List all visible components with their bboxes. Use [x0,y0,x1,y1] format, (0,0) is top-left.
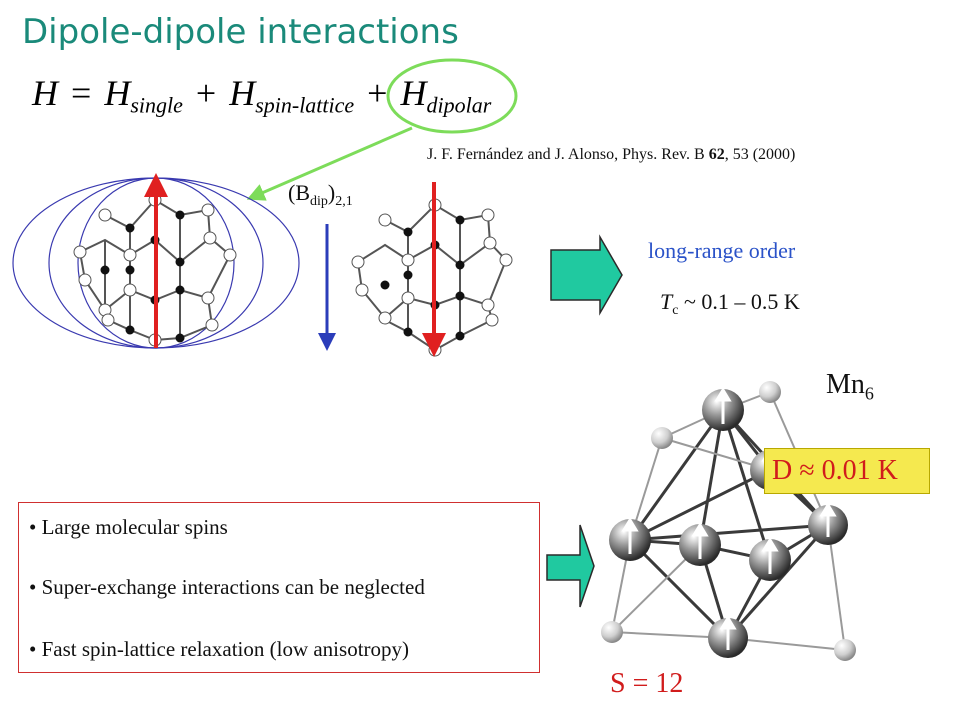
bullet-item: • Super-exchange interactions can be neg… [29,575,425,599]
h-dipolar-symbol: H [400,73,427,113]
h-dipolar-sub: dipolar [426,92,492,118]
tc-sub: c [672,302,679,318]
reference-pages: , 53 (2000) [724,146,796,163]
h-spin-lattice-symbol: H [229,73,256,113]
reference-authors: J. F. Fernández and J. Alonso, Phys. Rev… [427,146,709,163]
bullet-item: • Fast spin-lattice relaxation (low anis… [29,637,410,661]
plus-sign-2: + [367,73,388,113]
long-range-order-label: long-range order [648,238,796,263]
h-single-symbol: H [104,73,131,113]
field-label-main: (B [288,180,310,205]
critical-temperature: Tc ~ 0.1 – 0.5 K [660,289,800,319]
h-spin-lattice-sub: spin-lattice [255,92,355,118]
field-label-sub-index: 2,1 [335,193,353,209]
tc-value: ~ 0.1 – 0.5 K [678,289,800,314]
equals-sign: = [71,73,92,113]
molecule-name-sub: 6 [864,383,874,404]
dipolar-pointer-arrow [246,126,413,201]
properties-box: • Large molecular spins • Super-exchange… [18,502,540,673]
hamiltonian-equation: H = Hsingle + Hspin-lattice + Hdipolar [32,72,491,119]
reference-volume: 62 [708,146,725,163]
h-single-sub: single [130,92,183,118]
anisotropy-highlight-box [764,448,930,494]
reference-citation: J. F. Fernández and J. Alonso, Phys. Rev… [427,146,795,164]
tc-symbol: T [660,289,673,314]
block-arrow-right-bottom [546,524,595,608]
molecule-name: Mn6 [826,369,874,404]
h-symbol: H [32,73,58,113]
spin-value: S = 12 [610,668,684,699]
bullet-item: • Large molecular spins [29,515,228,539]
plus-sign-1: + [195,73,217,113]
mn6-molecule [601,381,856,661]
field-label-close: ) [327,180,336,205]
dipolar-field-label: (Bdip)2,1 [288,180,353,210]
dipolar-highlight-ellipse [386,58,518,134]
molecule-name-main: Mn [826,369,865,400]
anisotropy-value: D ≈ 0.01 K [772,455,898,486]
block-arrow-right-top [550,234,623,316]
field-label-sub-dip: dip [310,193,328,209]
slide-title: Dipole-dipole interactions [22,12,459,52]
